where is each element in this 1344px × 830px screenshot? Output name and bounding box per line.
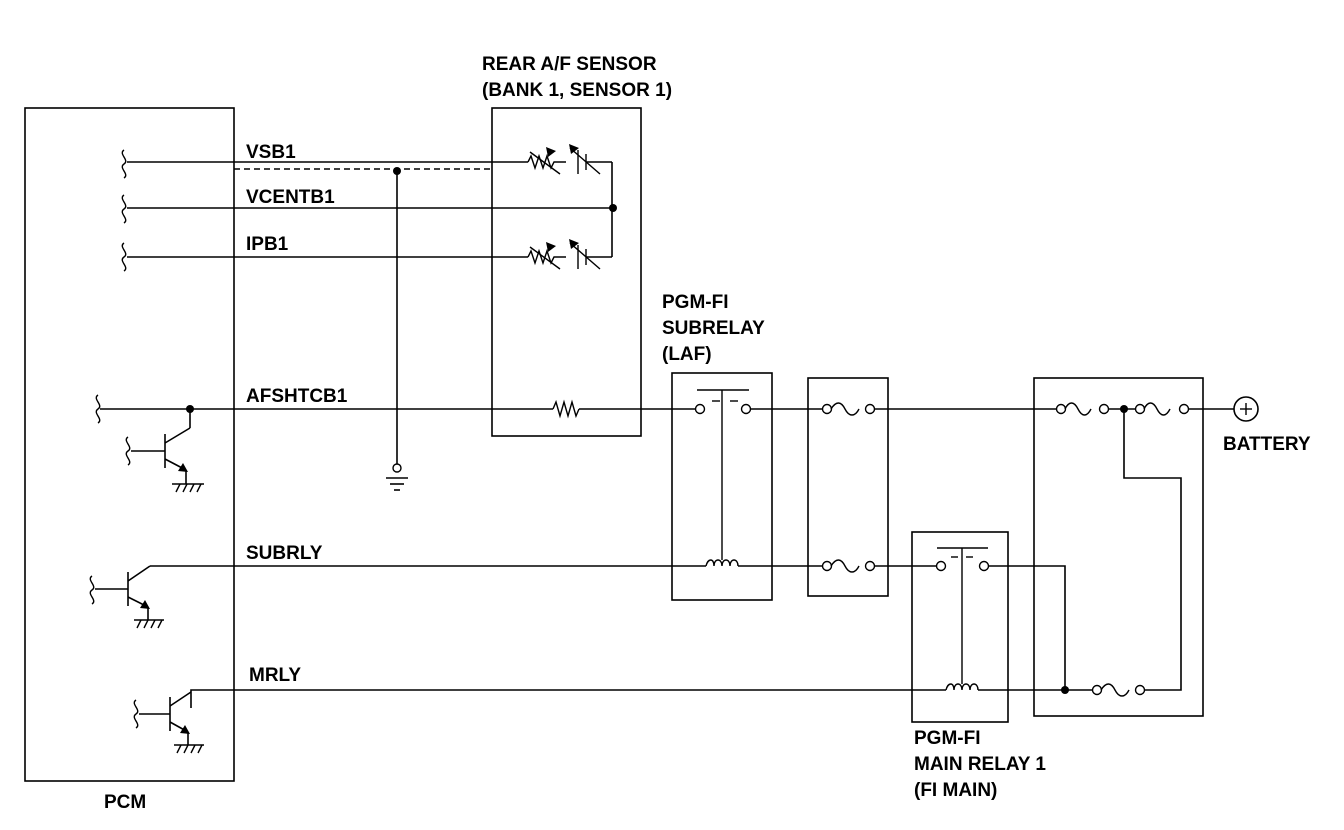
battery-positive-icon [1233,396,1259,422]
sensor-label-2: (BANK 1, SENSOR 1) [482,80,672,101]
subrly-driver-transistor [95,565,164,629]
heater-driver-transistor [131,409,204,493]
signal-mrly: MRLY [249,665,301,686]
heater-resistor [552,399,580,419]
junction-vcent [609,204,617,212]
sensor-label-1: REAR A/F SENSOR [482,54,657,75]
sensor-box [491,107,642,437]
signal-subrly: SUBRLY [246,543,323,564]
mainrelay-coil [945,683,979,691]
mainrelay-label-2: MAIN RELAY 1 [914,754,1046,775]
signal-vcentb1: VCENTB1 [246,187,335,208]
subrelay-box [671,372,773,601]
wire-break-marks [89,149,139,729]
sensor-element-upper [527,144,612,175]
mrly-driver-transistor [139,691,204,754]
fuse-box-2 [1033,377,1204,717]
signal-vsb1: VSB1 [246,142,296,163]
fuse-1-lower [821,559,876,573]
mrly-wire [190,689,946,708]
pcm-box [24,107,235,782]
mainrelay-contact [935,547,990,684]
mainrelay-label-3: (FI MAIN) [914,780,997,801]
subrelay-label-3: (LAF) [662,344,712,365]
signal-ipb1: IPB1 [246,234,289,255]
mainrelay-output-wire [989,565,1066,690]
battery-label: BATTERY [1223,434,1311,455]
fuse-2-lower [1091,683,1146,697]
subrelay-contact [694,389,752,560]
subrelay-label-2: SUBRELAY [662,318,765,339]
fuse-box-1 [807,377,889,597]
fuse2-internal-wire [1123,409,1182,691]
sensor-element-lower [527,239,612,270]
fuse-2-upper-left [1055,402,1110,416]
junction-mrly [1061,686,1069,694]
mainrelay-label-1: PGM-FI [914,728,981,749]
pcm-label: PCM [104,792,146,813]
vsb1-wire [127,161,528,170]
fuse-2-upper-right [1134,402,1190,416]
subrelay-label-1: PGM-FI [662,292,729,313]
signal-afshtcb1: AFSHTCB1 [246,386,348,407]
subrelay-coil [705,559,739,567]
ground-symbol-shield [386,463,408,491]
mainrelay-box [911,531,1009,723]
fuse-1-upper [821,402,876,416]
